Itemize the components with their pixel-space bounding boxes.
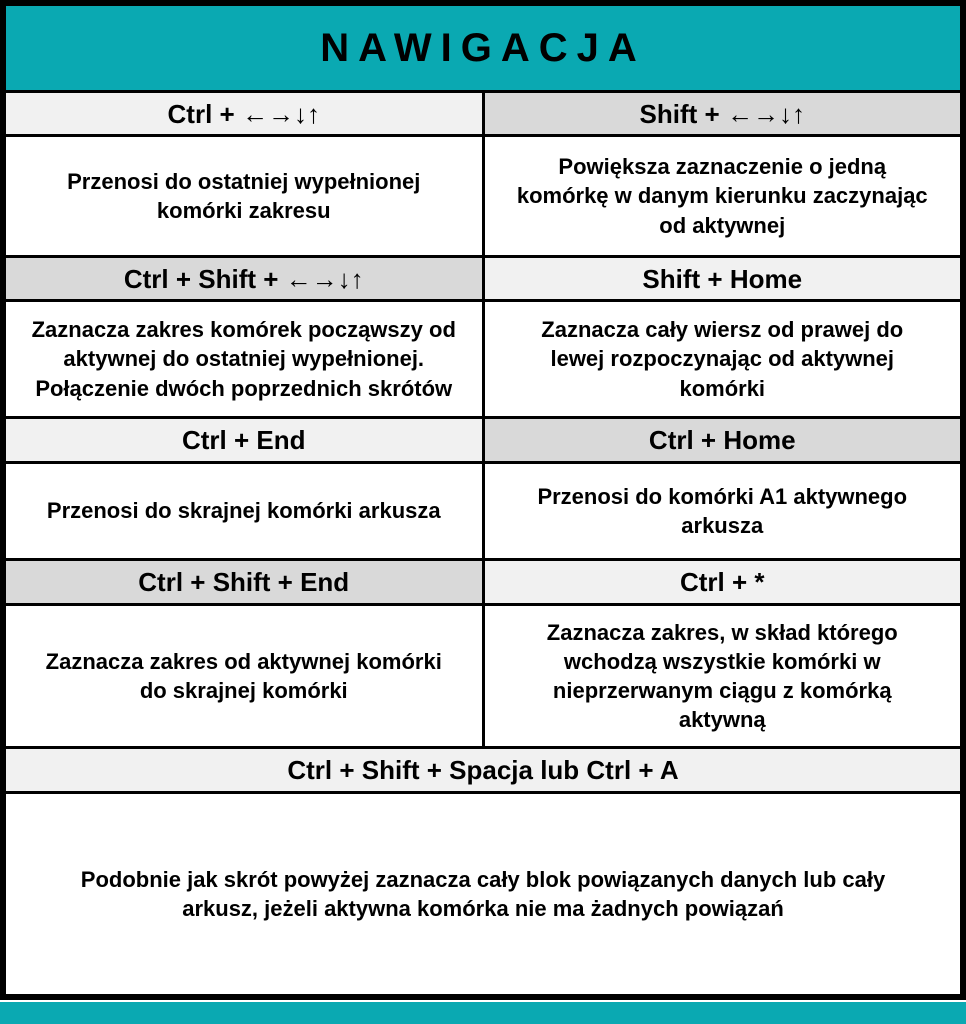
shortcut-keys-ctrl-home: Ctrl + Home bbox=[484, 419, 960, 461]
shortcut-keys-ctrl-shift-arrows: Ctrl + Shift + ←→↓↑ bbox=[6, 258, 482, 299]
shortcut-description-ctrl-arrows: Przenosi do ostatniej wypełnionej komórk… bbox=[6, 137, 482, 255]
shortcut-description-shift-arrows: Powiększa zaznaczenie o jedną komórkę w … bbox=[484, 137, 960, 255]
footer-bar bbox=[0, 1002, 966, 1024]
shortcut-keys-ctrl-star: Ctrl + * bbox=[484, 561, 960, 603]
shortcut-description-ctrl-star: Zaznacza zakres, w skład którego wchodzą… bbox=[484, 606, 960, 746]
shortcut-keys-ctrl-arrows: Ctrl + ←→↓↑ bbox=[6, 93, 482, 134]
shortcut-description-ctrl-shift-end: Zaznacza zakres od aktywnej komórki do s… bbox=[6, 606, 482, 746]
shortcut-keys-ctrl-shift-end: Ctrl + Shift + End bbox=[6, 561, 482, 603]
shortcut-keys-shift-arrows: Shift + ←→↓↑ bbox=[484, 93, 960, 134]
shortcut-description-ctrl-home: Przenosi do komórki A1 aktywnego arkusza bbox=[484, 464, 960, 558]
page-title: NAWIGACJA bbox=[6, 6, 960, 90]
shortcut-description-shift-home: Zaznacza cały wiersz od prawej do lewej … bbox=[484, 302, 960, 416]
shortcuts-table: NAWIGACJA Ctrl + ←→↓↑ Shift + ←→↓↑ Przen… bbox=[0, 0, 966, 1000]
shortcut-description-ctrl-shift-arrows: Zaznacza zakres komórek począwszy od akt… bbox=[6, 302, 482, 416]
shortcut-description-ctrl-end: Przenosi do skrajnej komórki arkusza bbox=[6, 464, 482, 558]
shortcut-description-ctrl-shift-space: Podobnie jak skrót powyżej zaznacza cały… bbox=[6, 794, 960, 994]
shortcut-keys-ctrl-shift-space: Ctrl + Shift + Spacja lub Ctrl + A bbox=[6, 749, 960, 791]
shortcut-keys-ctrl-end: Ctrl + End bbox=[6, 419, 482, 461]
shortcut-keys-shift-home: Shift + Home bbox=[484, 258, 960, 299]
